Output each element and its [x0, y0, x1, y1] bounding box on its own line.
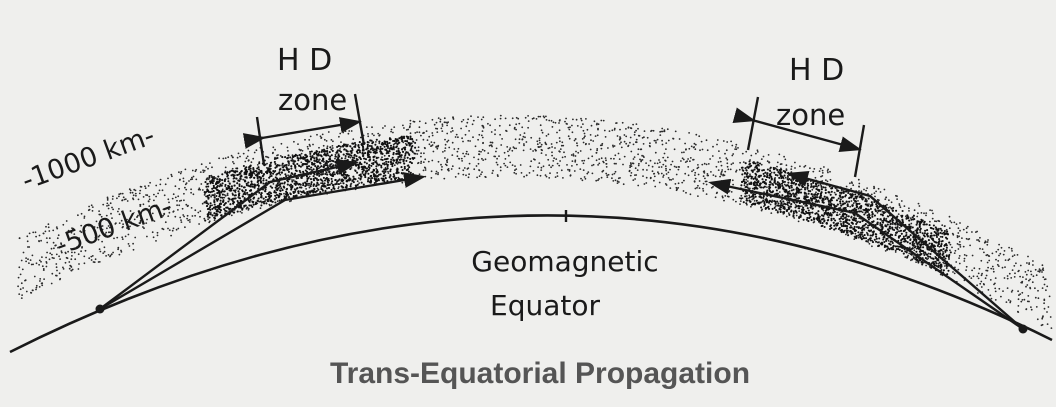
equator-label-line2: Equator [490, 289, 600, 322]
right-ray-path-lower [708, 178, 1024, 330]
left-hd-zone-bracket [242, 93, 366, 166]
altitude-label-1000km: -1000 km- [18, 120, 159, 197]
hd-label-left: H D [277, 43, 332, 78]
right-ray-path-upper [786, 171, 1024, 330]
altitude-label-500km: -500 km- [52, 191, 177, 262]
left-ray-path-lower [99, 172, 426, 311]
earth-surface-curve [9, 214, 1053, 354]
equator-label-line1: Geomagnetic [471, 245, 658, 278]
zone-label-left: zone [278, 83, 347, 117]
ionosphere-band [17, 114, 1053, 329]
right-hd-zone-bracket [732, 96, 866, 178]
hd-label-right: H D [789, 53, 844, 88]
left-ray-path-upper [99, 159, 359, 310]
diagram-caption: Trans-Equatorial Propagation [330, 357, 750, 390]
zone-label-right: zone [776, 98, 845, 132]
